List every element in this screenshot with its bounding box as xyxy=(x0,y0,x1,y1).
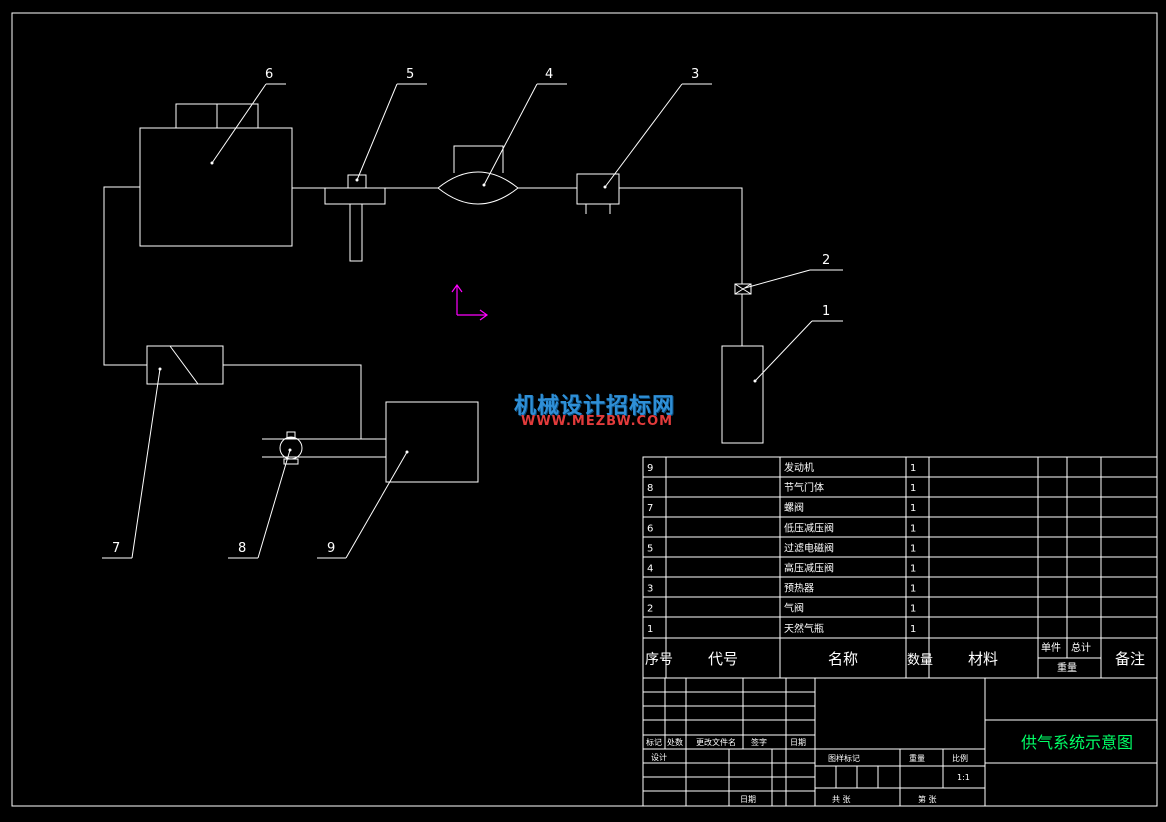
header-total: 总计 xyxy=(1071,641,1091,654)
component-2-valve xyxy=(734,283,752,295)
component-6-body xyxy=(139,127,293,247)
callout-3: 3 xyxy=(691,67,699,82)
design-label: 设计 xyxy=(651,752,667,762)
bom-row-qty: 1 xyxy=(910,483,916,494)
leader-lines xyxy=(102,83,843,559)
bom-row-name: 螺阀 xyxy=(784,501,804,514)
sheets-label: 共 张 xyxy=(832,795,851,804)
bom-row-qty: 1 xyxy=(910,463,916,474)
header-material: 材料 xyxy=(968,650,998,668)
bom-text: 9 发动机 1 8 节气门体 1 7 螺阀 1 6 低压减压阀 1 5 过滤电磁阀 1 4 高压减压阀 1 3 预热器… xyxy=(647,461,916,635)
drawing-title: 供气系统示意图 xyxy=(1021,733,1133,752)
component-5-top xyxy=(347,174,367,189)
callout-5: 5 xyxy=(406,67,414,82)
bom-row-name: 低压减压阀 xyxy=(784,521,834,534)
date-label: 日期 xyxy=(740,795,756,804)
header-qty: 数量 xyxy=(907,653,933,668)
rev-label-mark: 标记 xyxy=(646,737,662,747)
bom-row-no: 7 xyxy=(647,503,653,514)
stage-label: 图样标记 xyxy=(828,753,860,763)
sheet-label: 第 张 xyxy=(918,794,937,804)
bom-row-name: 节气门体 xyxy=(784,481,824,494)
ucs-icon xyxy=(451,283,489,321)
callout-9: 9 xyxy=(327,541,335,556)
header-unit: 单件 xyxy=(1041,642,1061,654)
title-block-text: 标记 处数 更改文件名 签字 日期 设计 日期 图样标记 重量 比例 1:1 共… xyxy=(646,737,970,804)
callout-1: 1 xyxy=(822,304,830,319)
bom-row-name: 预热器 xyxy=(784,582,814,595)
callout-8: 8 xyxy=(238,541,246,556)
rev-label-file: 更改文件名 xyxy=(696,737,736,747)
bom-row-no: 4 xyxy=(647,564,653,575)
bom-row-name: 气阀 xyxy=(784,602,804,615)
callout-7: 7 xyxy=(112,541,120,556)
watermark-url: WWW.MEZBW.COM xyxy=(521,414,674,429)
bom-row-qty: 1 xyxy=(910,564,916,575)
component-5-body xyxy=(324,187,386,205)
rev-label-sign: 签字 xyxy=(751,737,767,747)
component-4-body xyxy=(437,171,519,205)
component-1-cylinder xyxy=(721,345,764,444)
drawing-border xyxy=(11,12,1158,807)
bom-row-no: 9 xyxy=(647,463,653,474)
bom-row-no: 6 xyxy=(647,523,653,534)
bom-table xyxy=(642,456,1158,679)
bom-row-name: 过滤电磁阀 xyxy=(784,541,834,554)
bom-row-no: 8 xyxy=(647,483,653,494)
bom-row-name: 高压减压阀 xyxy=(784,562,834,575)
bom-row-qty: 1 xyxy=(910,503,916,514)
bom-row-qty: 1 xyxy=(910,584,916,595)
header-code: 代号 xyxy=(708,650,738,668)
callout-4: 4 xyxy=(545,67,553,82)
bom-header: 序号 代号 名称 数量 材料 单件 总计 重量 备注 xyxy=(645,641,1145,674)
bom-row-no: 1 xyxy=(647,624,653,635)
bom-row-qty: 1 xyxy=(910,624,916,635)
title-block xyxy=(642,677,1158,807)
rev-label-date: 日期 xyxy=(790,738,806,747)
header-note: 备注 xyxy=(1115,650,1145,668)
component-3-body xyxy=(576,173,620,205)
component-9-engine xyxy=(385,401,479,483)
watermark-title: 机械设计招标网 xyxy=(514,394,676,419)
bom-row-no: 3 xyxy=(647,584,653,595)
weight-label: 重量 xyxy=(909,753,925,763)
header-no: 序号 xyxy=(645,652,673,668)
schematic xyxy=(102,83,843,559)
bom-row-name: 发动机 xyxy=(784,461,814,474)
component-8-throttle xyxy=(279,436,303,460)
callout-6: 6 xyxy=(265,67,273,82)
callout-numbers: 6 5 4 3 2 1 7 8 9 xyxy=(112,67,830,556)
bom-row-no: 2 xyxy=(647,604,653,615)
bom-row-qty: 1 xyxy=(910,604,916,615)
bom-row-name: 天然气瓶 xyxy=(784,622,824,635)
header-name: 名称 xyxy=(828,650,858,668)
callout-2: 2 xyxy=(822,253,830,268)
bom-row-qty: 1 xyxy=(910,523,916,534)
bom-row-no: 5 xyxy=(647,543,653,554)
scale-value: 1:1 xyxy=(957,773,970,782)
rev-label-count: 处数 xyxy=(667,737,683,747)
scale-label: 比例 xyxy=(952,753,968,763)
component-5-stem xyxy=(349,203,363,262)
header-weight: 重量 xyxy=(1057,661,1077,674)
bom-row-qty: 1 xyxy=(910,543,916,554)
